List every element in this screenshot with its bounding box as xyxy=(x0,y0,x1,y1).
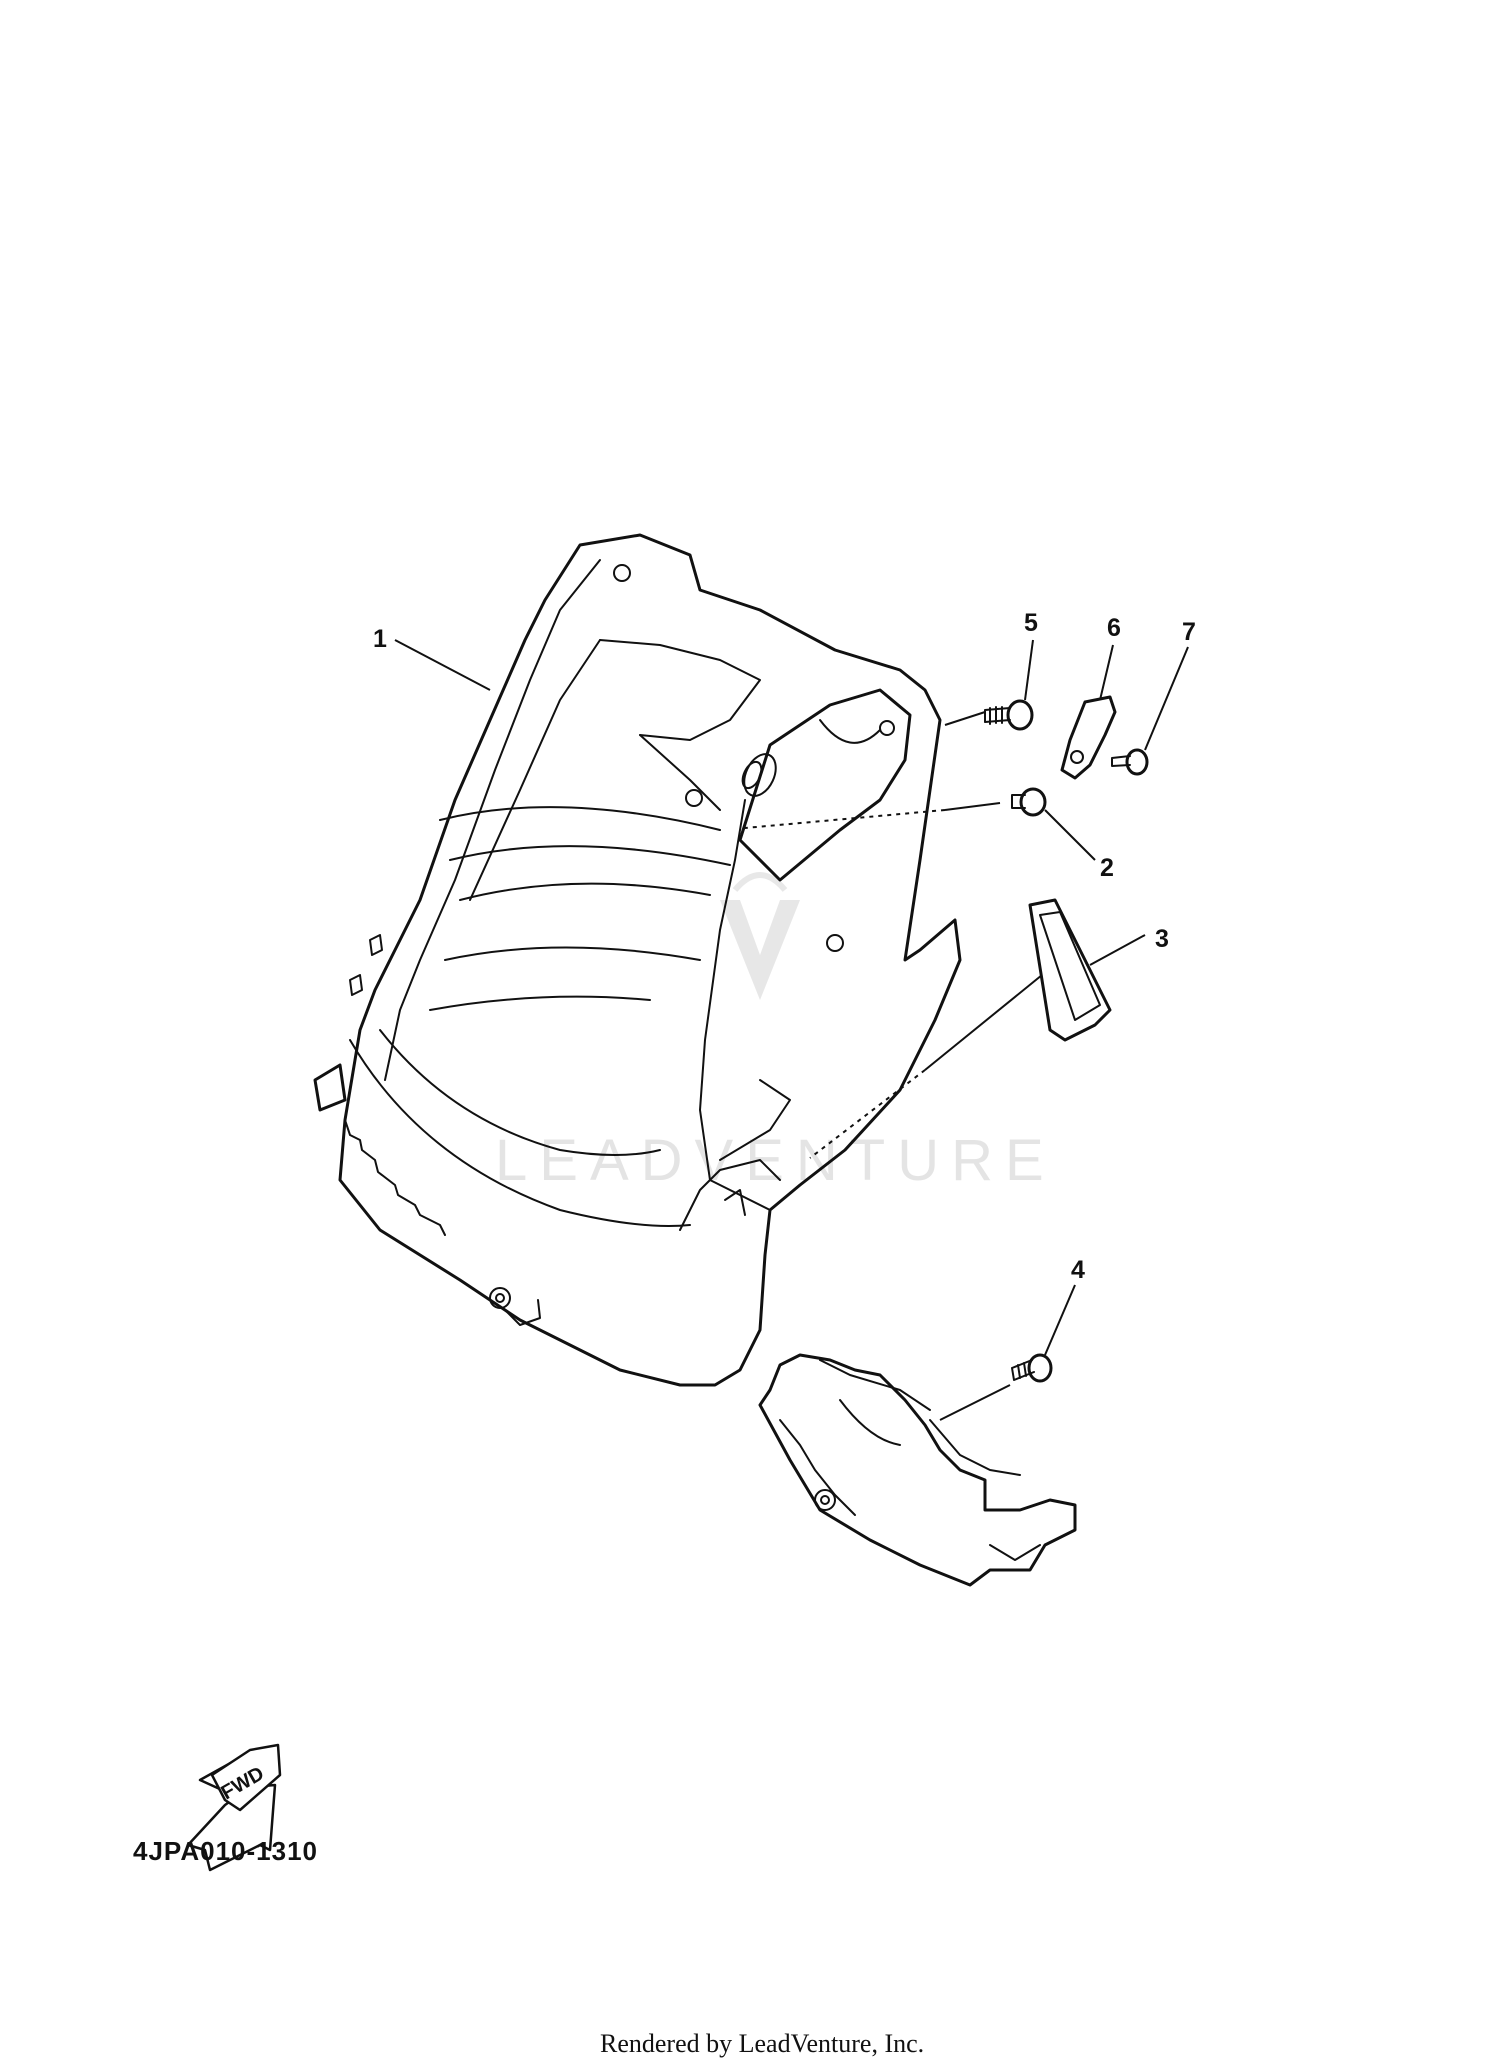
seal-part xyxy=(1028,898,1112,1042)
callout-3: 3 xyxy=(1155,925,1169,953)
callout-5: 5 xyxy=(1024,609,1038,637)
bolt-part-5 xyxy=(984,699,1034,731)
lower-bracket-part xyxy=(758,1353,1077,1587)
screw-part-4 xyxy=(1011,1353,1053,1383)
callout-7: 7 xyxy=(1182,618,1196,646)
screw-part-7 xyxy=(1111,748,1149,776)
callout-2: 2 xyxy=(1100,854,1114,882)
leader-lines xyxy=(394,639,1189,1421)
leg-shield-part xyxy=(313,533,962,1387)
callout-4: 4 xyxy=(1071,1256,1085,1284)
leadventure-logo-icon xyxy=(720,872,800,1000)
watermark-text: LEADVENTURE xyxy=(495,1128,1056,1193)
screw-part-2 xyxy=(1011,787,1047,817)
drawing-code: 4JPA010-1310 xyxy=(133,1836,318,1866)
clip-part-6 xyxy=(1060,695,1117,780)
callout-1: 1 xyxy=(373,625,387,653)
credit-footer: Rendered by LeadVenture, Inc. xyxy=(600,2029,924,2058)
callout-6: 6 xyxy=(1107,614,1121,642)
fwd-arrow-icon: FWD xyxy=(186,1743,282,1872)
